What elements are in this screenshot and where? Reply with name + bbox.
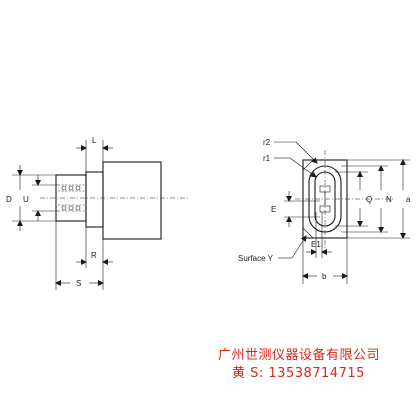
label-r: R [91,251,97,260]
label-q: Q [366,195,372,204]
label-d: D [6,195,12,204]
dimension-e [284,191,320,227]
watermark-contact: 黄 S: 13538714715 [232,366,365,381]
dimension-q [335,171,368,227]
dimension-n [341,165,388,233]
dimension-b [302,238,348,284]
label-e1: E1 [311,240,321,249]
dimension-l [76,140,113,172]
side-view: D U L R [6,136,190,290]
label-surface-y: Surface Y [238,254,274,263]
label-e: E [271,205,276,214]
label-n: N [386,195,392,204]
dimension-d [12,165,56,231]
front-view [274,141,410,284]
label-l: L [92,136,97,145]
label-b: b [322,272,327,281]
connector-body [102,161,162,240]
label-r2: r2 [263,138,271,147]
pin-housing [55,174,87,222]
label-r1: r1 [263,154,271,163]
dimension-r [76,227,113,268]
connector-step [85,171,104,228]
dimension-s [55,221,104,290]
label-a: a [406,195,411,204]
label-s: S [76,279,81,288]
pins-hidden [58,184,86,212]
watermark-company: 广州世测仪器设备有限公司 [218,348,381,363]
label-u: U [23,195,29,204]
dimension-u [32,175,58,221]
dimension-e1 [306,212,332,258]
dimension-a [347,159,410,239]
